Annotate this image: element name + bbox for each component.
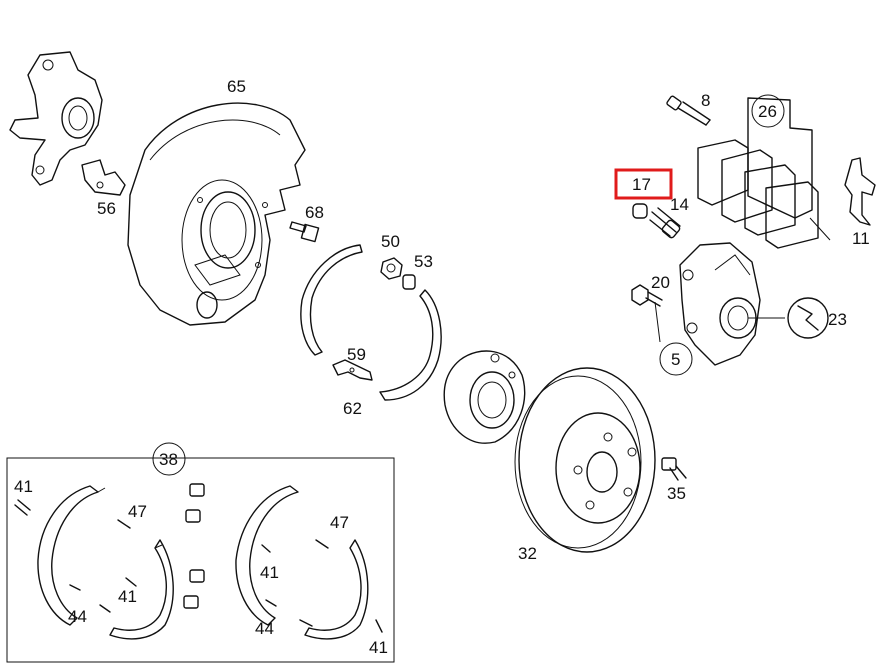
label-8: 8 — [701, 91, 710, 110]
label-65: 65 — [227, 77, 246, 96]
label-47-b: 47 — [330, 513, 349, 532]
label-32: 32 — [518, 544, 537, 563]
cap-part-23 — [787, 297, 829, 339]
pin-part-14 — [649, 207, 681, 239]
label-14: 14 — [670, 195, 689, 214]
label-44-b: 44 — [255, 619, 274, 638]
label-38: 38 — [159, 450, 178, 469]
label-35: 35 — [667, 484, 686, 503]
sleeve-part-53 — [402, 274, 416, 290]
spring-clip-part-11 — [844, 157, 876, 226]
steering-knuckle-part — [9, 51, 103, 186]
wheel-hub-part — [443, 350, 526, 444]
callout-circle-38 — [152, 442, 186, 476]
label-41-d: 41 — [369, 638, 388, 657]
callout-circle-26 — [751, 94, 785, 128]
label-47-a: 47 — [128, 502, 147, 521]
label-59: 59 — [347, 345, 366, 364]
label-23: 23 — [828, 310, 847, 329]
adjuster-part-50 — [380, 257, 403, 280]
leader-lines — [654, 217, 831, 343]
guide-bolt-part-8 — [666, 95, 711, 126]
brake-disc-part-32 — [514, 367, 656, 553]
bolt-part-20 — [631, 284, 663, 307]
label-50: 50 — [381, 232, 400, 251]
label-56: 56 — [97, 199, 116, 218]
caliper-part-5 — [679, 242, 761, 366]
label-41-c: 41 — [260, 563, 279, 582]
label-62: 62 — [343, 399, 362, 418]
bracket-part-56 — [81, 159, 126, 196]
label-11: 11 — [852, 229, 870, 248]
brake-pad-set-part-26 — [697, 97, 819, 249]
shoe-kit-inset-38 — [6, 457, 395, 663]
bolt-part-68 — [289, 221, 320, 243]
bush-part-17 — [632, 203, 648, 219]
label-44-a: 44 — [68, 607, 87, 626]
label-41-b: 41 — [118, 587, 137, 606]
backing-plate-part-65 — [127, 102, 306, 326]
label-53: 53 — [414, 252, 433, 271]
label-41-a: 41 — [14, 477, 33, 496]
label-5: 5 — [671, 350, 680, 369]
label-20: 20 — [651, 273, 670, 292]
spring-part-59 — [332, 359, 373, 381]
label-68: 68 — [305, 203, 324, 222]
callout-circle-5 — [659, 342, 693, 376]
parking-brake-shoe-part — [300, 244, 442, 401]
bolt-part-35 — [661, 457, 687, 481]
label-17: 17 — [632, 175, 651, 194]
label-26: 26 — [758, 102, 777, 121]
highlight-box — [614, 168, 673, 200]
